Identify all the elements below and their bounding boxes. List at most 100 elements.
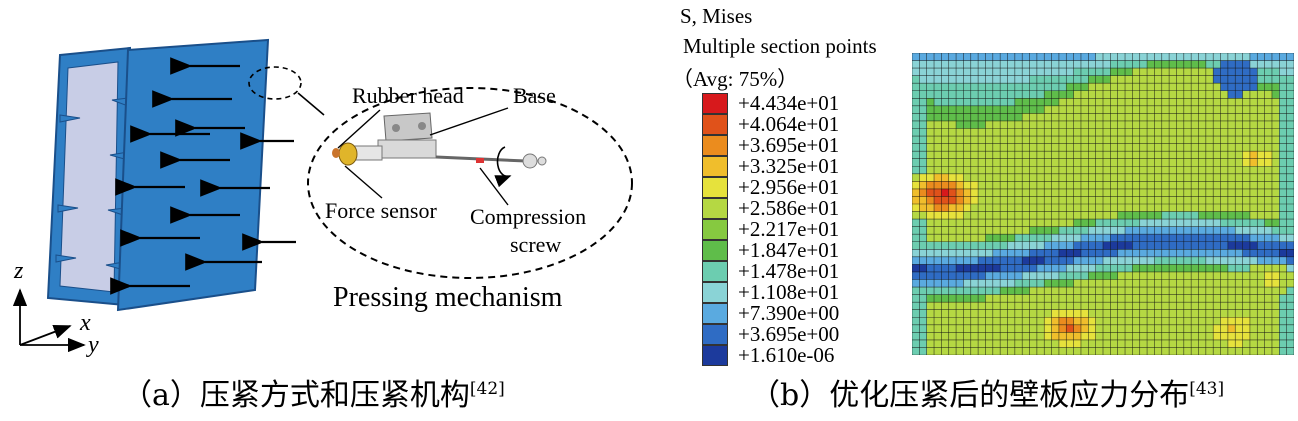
contour-cell [1117, 90, 1126, 99]
contour-cell [1191, 279, 1199, 288]
contour-cell [1110, 279, 1118, 288]
contour-cell [1147, 151, 1155, 159]
contour-cell [1249, 136, 1258, 144]
contour-cell [1198, 181, 1207, 190]
contour-cell [1279, 158, 1287, 167]
contour-cell [1169, 294, 1177, 303]
contour-cell [1066, 294, 1074, 303]
contour-legend: +4.434e+01+4.064e+01+3.695e+01+3.325e+01… [702, 91, 932, 368]
contour-cell [956, 75, 964, 84]
contour-cell [1139, 128, 1148, 137]
contour-cell [1132, 249, 1140, 258]
contour-cell [1125, 188, 1133, 197]
contour-cell [963, 324, 971, 333]
legend-value: +2.586e+01 [738, 196, 840, 220]
contour-cell [1235, 234, 1243, 242]
contour-cell [1227, 226, 1236, 235]
legend-value: +2.956e+01 [738, 175, 840, 199]
legend-row: +4.064e+01 [702, 112, 922, 136]
contour-cell [1264, 83, 1273, 91]
contour-cell [1183, 105, 1192, 114]
contour-cell [1257, 204, 1265, 212]
contour-cell [1022, 234, 1030, 242]
contour-cell [1242, 60, 1251, 69]
contour-cell [1147, 287, 1155, 295]
contour-cell [1014, 241, 1023, 250]
contour-cell [1080, 128, 1089, 137]
contour-cell [1191, 68, 1199, 76]
contour-cell [1103, 151, 1111, 159]
contour-cell [970, 75, 979, 84]
contour-cell [1058, 226, 1067, 235]
contour-cell [1139, 332, 1148, 341]
contour-cell [1000, 256, 1008, 265]
contour-cell [1103, 120, 1111, 129]
contour-cell [956, 211, 964, 220]
contour-cell [926, 196, 935, 205]
contour-cell [963, 339, 971, 348]
contour-cell [948, 60, 957, 69]
contour-cell [956, 60, 964, 69]
contour-cell [1139, 241, 1148, 250]
contour-cell [1014, 196, 1023, 205]
contour-cell [1205, 241, 1214, 250]
contour-cell [1051, 196, 1060, 205]
contour-cell [1103, 173, 1111, 182]
contour-cell [970, 120, 979, 129]
contour-cell [948, 151, 957, 159]
contour-cell [1271, 151, 1280, 159]
contour-cell [1139, 60, 1148, 69]
contour-cell [1073, 105, 1082, 114]
contour-cell [1110, 339, 1118, 348]
contour-cell [1169, 75, 1177, 84]
contour-cell [1058, 105, 1067, 114]
contour-cell [1161, 211, 1170, 220]
contour-cell [1264, 219, 1273, 227]
contour-cell [1191, 60, 1199, 69]
contour-cell [1213, 105, 1221, 114]
contour-cell [1058, 279, 1067, 288]
contour-cell [1286, 68, 1294, 76]
contour-cell [926, 204, 935, 212]
contour-cell [1242, 211, 1251, 220]
contour-cell [1227, 128, 1236, 137]
contour-cell [963, 211, 971, 220]
contour-cell [1103, 332, 1111, 341]
contour-cell [1103, 279, 1111, 288]
label-base: Base [513, 83, 556, 108]
contour-cell [1044, 317, 1052, 325]
contour-cell [1014, 53, 1023, 61]
contour-cell [992, 309, 1001, 318]
contour-cell [1183, 120, 1192, 129]
contour-cell [1029, 60, 1038, 69]
contour-cell [963, 68, 971, 76]
contour-cell [1154, 226, 1162, 235]
contour-cell [1257, 173, 1265, 182]
contour-cell [1271, 302, 1280, 310]
contour-cell [1264, 188, 1273, 197]
contour-cell [1014, 136, 1023, 144]
contour-cell [1073, 256, 1082, 265]
contour-cell [1066, 287, 1074, 295]
contour-cell [1095, 68, 1104, 76]
contour-cell [970, 332, 979, 341]
contour-cell [1029, 309, 1038, 318]
contour-cell [1191, 204, 1199, 212]
contour-cell [1044, 264, 1052, 273]
contour-cell [963, 271, 971, 280]
contour-cell [1000, 75, 1008, 84]
contour-cell [926, 166, 935, 174]
contour-cell [1257, 188, 1265, 197]
contour-cell [919, 60, 927, 69]
contour-cell [992, 143, 1001, 152]
contour-cell [926, 128, 935, 137]
contour-cell [963, 128, 971, 137]
contour-cell [1213, 98, 1221, 107]
contour-cell [970, 173, 979, 182]
contour-cell [1169, 211, 1177, 220]
contour-cell [1191, 324, 1199, 333]
contour-cell [1191, 128, 1199, 137]
contour-cell [1286, 324, 1294, 333]
contour-cell [1257, 158, 1265, 167]
contour-cell [1257, 53, 1265, 61]
